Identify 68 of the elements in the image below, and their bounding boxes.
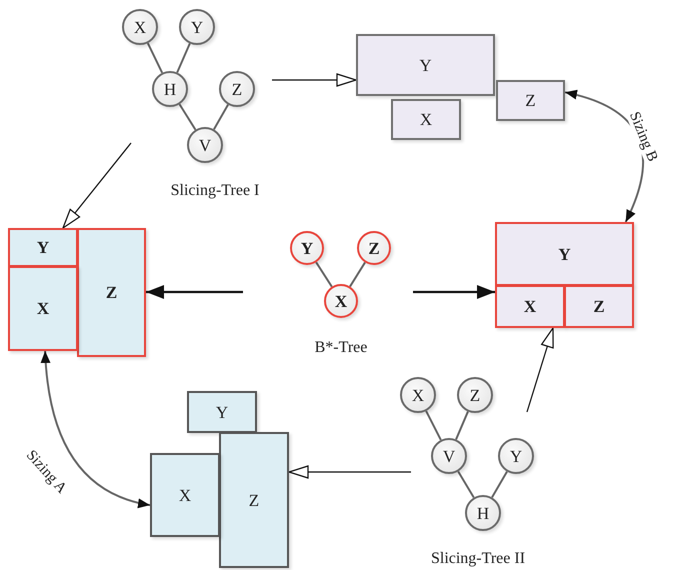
module-block <box>8 228 78 267</box>
node-label: X <box>334 292 348 310</box>
module-block <box>564 285 634 328</box>
tree-node-circle <box>357 231 391 265</box>
node-label: X <box>412 386 424 404</box>
node-label: Y <box>190 18 204 36</box>
module-block <box>496 80 565 121</box>
tree-node-circle <box>400 377 436 413</box>
tree-node-circle <box>431 438 467 474</box>
node-label: V <box>442 448 456 464</box>
node-label: Z <box>232 80 242 98</box>
node-label: X <box>134 18 146 36</box>
node-label: X <box>420 111 432 128</box>
edge-label: Sizing B <box>626 110 660 164</box>
tree-branch-line <box>455 411 469 440</box>
tree-branch-line <box>176 43 191 73</box>
arrow <box>62 142 132 229</box>
node-label: X <box>524 298 536 315</box>
node-label: V <box>198 136 212 154</box>
arrow <box>288 465 411 479</box>
node-label: Y <box>36 239 50 256</box>
node-label: Y <box>300 240 314 256</box>
node-label: Z <box>593 298 605 315</box>
module-block <box>77 228 146 357</box>
tree-caption: Slicing-Tree II <box>430 551 526 567</box>
module-block <box>219 432 289 568</box>
node-label: Y <box>558 246 571 262</box>
module-block <box>495 222 634 286</box>
tree-node-circle <box>152 71 188 107</box>
arrow <box>272 73 357 87</box>
curved-arrow <box>40 350 150 508</box>
module-block <box>495 285 565 328</box>
tree-branch-line <box>425 410 442 440</box>
tree-caption: B*-Tree <box>314 340 368 356</box>
tree-node-circle <box>179 9 215 45</box>
tree-branch-line <box>457 470 475 498</box>
tree-node-circle <box>498 438 534 474</box>
tree-branch-line <box>491 471 508 498</box>
tree-branch-line <box>146 42 164 74</box>
tree-branch-line <box>213 104 229 130</box>
tree-branch-line <box>349 262 366 288</box>
tree-node-circle <box>457 377 493 413</box>
tree-caption: Slicing-Tree I <box>170 183 260 199</box>
arrow <box>526 327 554 412</box>
node-label: X <box>178 486 192 504</box>
node-label: H <box>476 504 490 522</box>
module-block <box>187 391 257 433</box>
module-block <box>356 34 495 96</box>
node-label: Z <box>248 492 260 508</box>
tree-branch-line <box>315 262 333 288</box>
module-block <box>150 453 220 537</box>
node-label: Z <box>106 284 118 301</box>
node-label: Z <box>525 92 536 109</box>
module-block <box>8 266 78 351</box>
tree-node-circle <box>122 9 158 45</box>
node-label: Y <box>419 56 432 74</box>
module-block <box>391 99 461 140</box>
node-label: Z <box>470 386 480 404</box>
arrow <box>413 285 495 299</box>
tree-node-circle <box>290 231 324 265</box>
node-label: Y <box>510 448 522 464</box>
arrow <box>146 285 243 299</box>
tree-branch-line <box>178 104 196 130</box>
node-label: H <box>164 80 176 98</box>
node-label: Y <box>216 404 228 420</box>
tree-node-circle <box>219 71 255 107</box>
node-label: Z <box>368 240 380 256</box>
node-label: X <box>36 300 50 317</box>
